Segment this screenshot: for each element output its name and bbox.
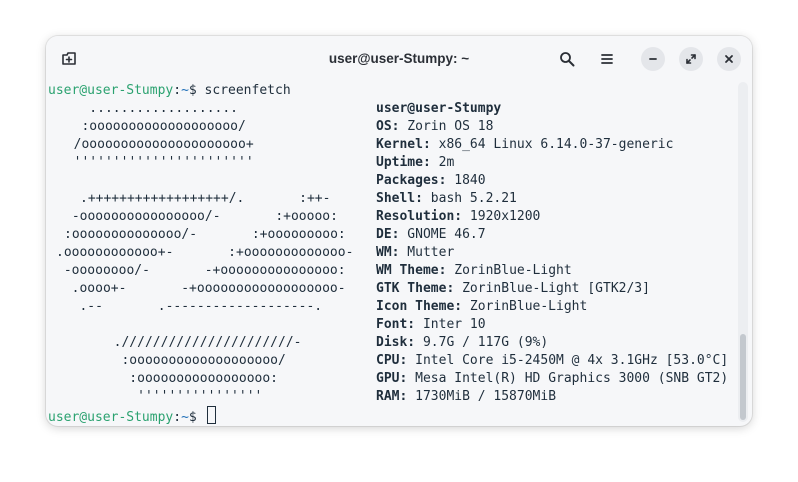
info-value: bash 5.2.21 xyxy=(422,191,517,206)
info-row: DE: GNOME 46.7 xyxy=(376,226,486,244)
info-key: Shell: xyxy=(376,191,423,206)
art-line: /ooooooooooooooooooooo+ xyxy=(58,137,254,152)
info-row: Icon Theme: ZorinBlue-Light xyxy=(376,298,587,316)
art-line: -oooooooo/- -+ooooooooooooooo: xyxy=(56,263,346,278)
active-prompt-line[interactable]: user@user-Stumpy:~$ xyxy=(48,406,216,425)
info-row: Font: Inter 10 xyxy=(376,316,486,334)
info-key: DE: xyxy=(376,227,400,242)
info-row: Disk: 9.7G / 117G (9%) xyxy=(376,334,548,352)
art-line: ''''''''''''''''''''''' xyxy=(58,155,254,170)
info-key: Resolution: xyxy=(376,209,463,224)
new-tab-button[interactable] xyxy=(58,48,80,70)
art-line: .//////////////////////- xyxy=(98,335,302,350)
info-value: 1730MiB / 15870MiB xyxy=(407,389,557,404)
info-key: Packages: xyxy=(376,173,447,188)
new-tab-icon xyxy=(62,52,76,65)
minimize-icon xyxy=(649,58,657,60)
info-key: GTK Theme: xyxy=(376,281,455,296)
info-value: 2m xyxy=(430,155,455,170)
info-value: Zorin OS 18 xyxy=(399,119,494,134)
art-line: .-- .-------------------. xyxy=(56,299,323,314)
hamburger-menu-icon xyxy=(601,54,613,64)
minimize-button[interactable] xyxy=(641,47,665,71)
info-value: 9.7G / 117G (9%) xyxy=(415,335,549,350)
info-row: Shell: bash 5.2.21 xyxy=(376,190,517,208)
scrollbar-thumb[interactable] xyxy=(740,334,746,420)
info-row: RAM: 1730MiB / 15870MiB xyxy=(376,388,556,406)
art-line: .oooo+- -+oooooooooooooooooo- xyxy=(56,281,346,296)
maximize-icon xyxy=(686,54,696,64)
info-row: WM: Mutter xyxy=(376,244,454,262)
info-row: GPU: Mesa Intel(R) HD Graphics 3000 (SNB… xyxy=(376,370,728,388)
info-value: ZorinBlue-Light [GTK2/3] xyxy=(454,281,650,296)
art-line: :oooooooooooooo/- :+ooooooooo: xyxy=(64,227,346,242)
close-icon xyxy=(725,55,733,63)
terminal-output[interactable]: user@user-Stumpy:~$ screenfetch ........… xyxy=(46,82,736,426)
art-line: .oooooooooooo+- :+ooooooooooooo- xyxy=(56,245,354,260)
info-value: 1840 xyxy=(446,173,486,188)
prompt-symbol: $ xyxy=(188,83,205,98)
info-value: Mutter xyxy=(399,245,455,260)
info-value: GNOME 46.7 xyxy=(399,227,486,242)
art-line: ................... xyxy=(58,101,239,116)
info-key: OS: xyxy=(376,119,400,134)
info-row: Resolution: 1920x1200 xyxy=(376,208,540,226)
info-value: Intel Core i5-2450M @ 4x 3.1GHz [53.0°C] xyxy=(407,353,729,368)
info-row: Kernel: x86_64 Linux 6.14.0-37-generic xyxy=(376,136,673,154)
info-key: CPU: xyxy=(376,353,408,368)
info-key: RAM: xyxy=(376,389,408,404)
info-value: Mesa Intel(R) HD Graphics 3000 (SNB GT2) xyxy=(407,371,729,386)
art-line: :ooooooooooooooooo: xyxy=(98,371,279,386)
maximize-button[interactable] xyxy=(679,47,703,71)
info-key: Disk: xyxy=(376,335,416,350)
close-button[interactable] xyxy=(717,47,741,71)
info-value: Inter 10 xyxy=(415,317,486,332)
prompt-separator: : xyxy=(173,410,182,425)
art-line: .++++++++++++++++++/. :++- xyxy=(80,191,331,206)
prompt-path: ~ xyxy=(181,83,189,98)
prompt-path: ~ xyxy=(181,410,189,425)
search-button[interactable] xyxy=(554,48,580,70)
info-key: GPU: xyxy=(376,371,408,386)
info-key: Icon Theme: xyxy=(376,299,463,314)
window-title: user@user-Stumpy: ~ xyxy=(328,51,470,66)
info-value: ZorinBlue-Light xyxy=(462,299,588,314)
info-row: OS: Zorin OS 18 xyxy=(376,118,493,136)
info-row: WM Theme: ZorinBlue-Light xyxy=(376,262,572,280)
menu-button[interactable] xyxy=(594,48,620,70)
text-cursor xyxy=(206,406,216,424)
info-value: ZorinBlue-Light xyxy=(446,263,572,278)
info-header: user@user-Stumpy xyxy=(376,101,502,116)
info-row: Uptime: 2m xyxy=(376,154,454,172)
prompt-separator: : xyxy=(173,83,182,98)
title-bar: user@user-Stumpy: ~ xyxy=(46,36,752,82)
command-text: screenfetch xyxy=(204,83,291,98)
prompt-symbol: $ xyxy=(188,410,205,425)
art-line: :ooooooooooooooooooo/ xyxy=(98,353,286,368)
prompt-user-host: user@user-Stumpy xyxy=(48,83,174,98)
info-value: 1920x1200 xyxy=(462,209,541,224)
info-value: x86_64 Linux 6.14.0-37-generic xyxy=(430,137,674,152)
info-key: Font: xyxy=(376,317,416,332)
search-icon xyxy=(560,52,575,67)
art-line: '''''''''''''''' xyxy=(98,389,263,404)
command-line: user@user-Stumpy:~$ screenfetch xyxy=(48,82,291,100)
prompt-user-host: user@user-Stumpy xyxy=(48,410,174,425)
info-row: CPU: Intel Core i5-2450M @ 4x 3.1GHz [53… xyxy=(376,352,728,370)
info-key: Uptime: xyxy=(376,155,431,170)
terminal-window: user@user-Stumpy: ~ xyxy=(46,36,752,426)
info-key: WM Theme: xyxy=(376,263,447,278)
art-line: -oooooooooooooooo/- :+ooooo: xyxy=(64,209,338,224)
scrollbar-track[interactable] xyxy=(738,82,748,422)
info-key: WM: xyxy=(376,245,400,260)
art-line: :ooooooooooooooooooo/ xyxy=(58,119,246,134)
info-key: Kernel: xyxy=(376,137,431,152)
info-row: GTK Theme: ZorinBlue-Light [GTK2/3] xyxy=(376,280,650,298)
info-row: Packages: 1840 xyxy=(376,172,486,190)
